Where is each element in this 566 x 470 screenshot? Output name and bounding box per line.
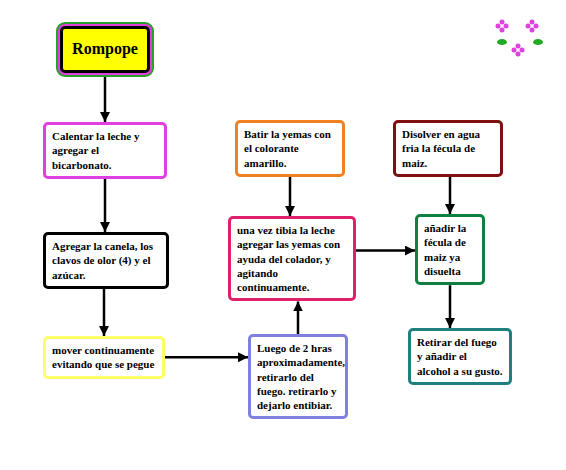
- flow-arrow: [104, 73, 107, 122]
- node-text: Batir la yemas con el colorante amarillo…: [244, 127, 336, 170]
- flow-arrow: [103, 289, 106, 336]
- process-box: Agregar la canela, los clavos de olor (4…: [43, 232, 169, 289]
- process-box: añadir la fécula de maiz ya disuelta: [415, 214, 485, 285]
- node-text: Rompope: [69, 39, 141, 60]
- node-text: Agregar la canela, los clavos de olor (4…: [52, 239, 160, 282]
- flow-arrow: [297, 301, 300, 334]
- process-box: Luego de 2 hras aproximadamente, retirar…: [248, 334, 348, 419]
- node-text: Calentar la leche y agregar el bicarbona…: [52, 129, 158, 172]
- process-box: Batir la yemas con el colorante amarillo…: [235, 120, 345, 177]
- flow-arrow: [449, 177, 452, 214]
- node-text: una vez tibia la leche agregar las yemas…: [237, 223, 347, 294]
- flow-arrow: [449, 285, 452, 328]
- process-box: una vez tibia la leche agregar las yemas…: [228, 216, 356, 301]
- flow-arrow: [356, 249, 415, 252]
- node-text: Retirar del fuego y añadir el alcohol a …: [417, 335, 503, 378]
- process-box: Disolver en agua fria la fécula de maiz.: [393, 120, 503, 177]
- node-text: mover continuamente evitando que se pegu…: [52, 343, 156, 372]
- process-box: mover continuamente evitando que se pegu…: [43, 336, 165, 379]
- flower-decoration: [490, 14, 550, 64]
- node-text: Disolver en agua fria la fécula de maiz.: [402, 127, 494, 170]
- flow-arrow: [289, 177, 292, 216]
- title-box: Rompope: [60, 26, 150, 73]
- node-text: Luego de 2 hras aproximadamente, retirar…: [257, 341, 339, 412]
- process-box: Retirar del fuego y añadir el alcohol a …: [408, 328, 512, 385]
- node-text: añadir la fécula de maiz ya disuelta: [424, 221, 476, 278]
- process-box: Calentar la leche y agregar el bicarbona…: [43, 122, 167, 179]
- flow-arrow: [165, 356, 248, 359]
- flow-arrow: [104, 179, 107, 232]
